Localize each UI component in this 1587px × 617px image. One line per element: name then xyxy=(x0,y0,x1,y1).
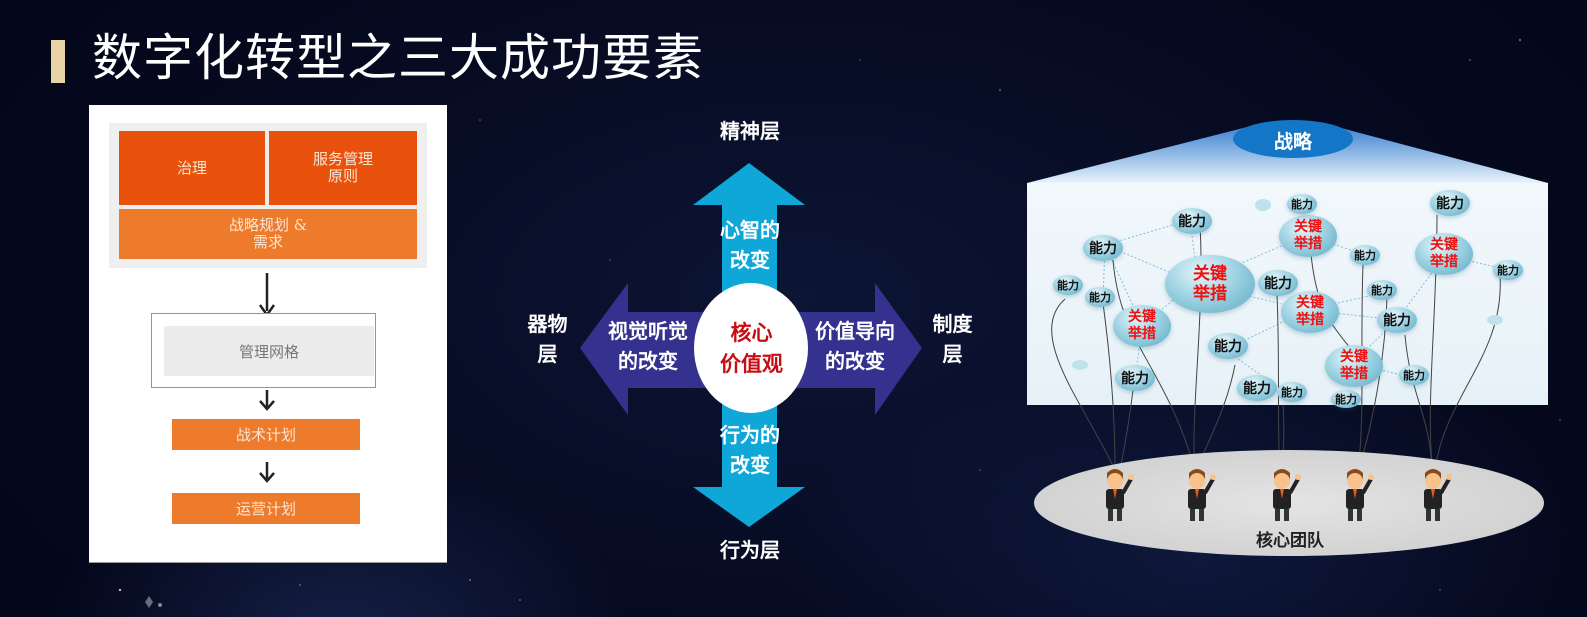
key-measure-node: 关键举措 xyxy=(1415,233,1473,275)
strategic-planning-box: 战略规划 & 需求 xyxy=(119,209,417,259)
strategic-planning-line-1: 战略规划 & xyxy=(228,216,308,234)
key-measure-line-2: 举措 xyxy=(1128,326,1156,342)
material-layer-label: 器物 层 xyxy=(520,309,575,369)
arrow-down-icon xyxy=(258,273,276,318)
value-orientation-change-text: 价值导向 的改变 xyxy=(805,316,905,376)
core-values-line-2: 价值观 xyxy=(720,351,783,376)
key-measure-line-1: 关键 xyxy=(1430,237,1458,253)
team-member-icon xyxy=(1273,469,1301,521)
core-values-diagram: 精神层 行为层 器物 层 制度 层 心智的 改变 行为的 改变 视觉听觉 的改变… xyxy=(520,110,990,570)
key-measure-line-1: 关键 xyxy=(1193,264,1227,284)
material-layer-line-1: 器物 xyxy=(527,312,568,336)
capability-node: 能力 xyxy=(1053,275,1083,295)
capability-node: 能力 xyxy=(1083,235,1123,261)
key-measure-line-2: 举措 xyxy=(1430,254,1458,270)
mind-change-line-1: 心智的 xyxy=(720,218,780,242)
down-arrow-shape xyxy=(693,390,805,527)
capability-node: 能力 xyxy=(1493,260,1523,280)
key-measure-node: 关键举措 xyxy=(1113,305,1171,347)
team-member-icon xyxy=(1188,469,1216,521)
service-principles-box: 服务管理 原则 xyxy=(269,131,417,205)
key-measure-line-2: 举措 xyxy=(1296,312,1324,328)
operational-plan-label: 运营计划 xyxy=(235,500,296,518)
key-measure-line-1: 关键 xyxy=(1296,295,1324,311)
key-measure-node: 关键举措 xyxy=(1325,345,1383,387)
right-arrow-shape xyxy=(782,283,922,415)
four-way-arrows xyxy=(580,163,922,527)
strategic-planning-line-2: 需求 xyxy=(252,233,283,251)
team-member-icon xyxy=(1346,469,1374,521)
capability-node: 能力 xyxy=(1085,287,1115,307)
capability-node: 能力 xyxy=(1367,280,1397,300)
mind-change-text: 心智的 改变 xyxy=(710,215,790,275)
key-measure-line-2: 举措 xyxy=(1340,366,1368,382)
strategy-capability-diagram: 战略 关键举措 关键举措 关键举措 关键举措 关键举措 关键举措 能力 能力 能… xyxy=(1025,115,1550,560)
capability-node: 能力 xyxy=(1377,307,1417,333)
key-measure-node: 关键举措 xyxy=(1165,255,1255,313)
title-accent-bar xyxy=(51,40,65,83)
key-measure-node: 关键举措 xyxy=(1281,291,1339,333)
key-measure-line-1: 关键 xyxy=(1294,219,1322,235)
capability-node: 能力 xyxy=(1115,365,1155,391)
institution-layer-line-1: 制度 xyxy=(932,312,973,336)
page-title: 数字化转型之三大成功要素 xyxy=(92,29,704,87)
capability-node: 能力 xyxy=(1350,245,1380,265)
core-values-line-1: 核心 xyxy=(730,320,773,345)
key-measure-line-2: 举措 xyxy=(1294,236,1322,252)
strategy-label: 战略 xyxy=(1273,130,1312,153)
behavior-change-line-1: 行为的 xyxy=(720,423,780,447)
behavior-change-line-2: 改变 xyxy=(730,453,770,477)
visual-audio-change-line-1: 视觉听觉 xyxy=(608,319,688,343)
strategy-ellipse xyxy=(1233,120,1353,158)
behavior-change-text: 行为的 改变 xyxy=(710,420,790,480)
operational-plan-box: 运营计划 xyxy=(172,493,360,524)
arrow-down-icon xyxy=(259,462,275,483)
management-grid-box: 管理网格 xyxy=(164,326,374,376)
visual-audio-change-text: 视觉听觉 的改变 xyxy=(598,316,698,376)
capability-node: 能力 xyxy=(1331,390,1361,408)
capability-node: 能力 xyxy=(1277,382,1307,402)
key-measure-line-1: 关键 xyxy=(1340,349,1368,365)
management-grid-frame: 管理网格 xyxy=(151,313,376,388)
spiritual-layer-label: 精神层 xyxy=(720,119,780,143)
core-circle xyxy=(694,283,808,413)
tactical-plan-label: 战术计划 xyxy=(235,426,296,444)
core-team-label: 核心团队 xyxy=(1256,531,1324,551)
service-principles-line-2: 原则 xyxy=(327,167,358,185)
capability-node: 能力 xyxy=(1172,208,1212,234)
capability-node: 能力 xyxy=(1430,190,1470,216)
key-measure-line-2: 举措 xyxy=(1193,284,1227,304)
key-measure-node: 关键举措 xyxy=(1279,215,1337,257)
capability-node: 能力 xyxy=(1258,270,1298,296)
capability-node: 能力 xyxy=(1287,194,1317,214)
team-member-icon xyxy=(1106,469,1134,521)
strategic-planning-label: 战略规划 & 需求 xyxy=(229,217,307,251)
governance-block: 治理 服务管理 原则 战略规划 & 需求 xyxy=(109,123,427,268)
capability-node: 能力 xyxy=(1208,333,1248,359)
arrow-down-icon xyxy=(259,390,275,411)
tactical-plan-box: 战术计划 xyxy=(172,419,360,450)
governance-box: 治理 xyxy=(119,131,265,205)
service-principles-line-1: 服务管理 xyxy=(312,150,373,168)
visual-audio-change-line-2: 的改变 xyxy=(618,349,678,373)
institution-layer-label: 制度 层 xyxy=(925,309,980,369)
institution-layer-line-2: 层 xyxy=(942,342,963,366)
governance-label: 治理 xyxy=(176,158,207,177)
capability-node: 能力 xyxy=(1399,365,1429,385)
value-orientation-change-line-2: 的改变 xyxy=(825,349,885,373)
governance-flow-panel: 治理 服务管理 原则 战略规划 & 需求 管理网格 战术计划 xyxy=(89,105,447,563)
service-principles-label: 服务管理 原则 xyxy=(313,151,373,185)
value-orientation-change-line-1: 价值导向 xyxy=(815,319,895,343)
up-arrow-shape xyxy=(693,163,805,300)
left-arrow-shape xyxy=(580,283,720,415)
capability-node: 能力 xyxy=(1237,375,1277,401)
team-member-icon xyxy=(1424,469,1452,521)
management-grid-label: 管理网格 xyxy=(238,342,299,361)
behavior-layer-label: 行为层 xyxy=(720,538,780,562)
core-values-label: 核心 价值观 xyxy=(695,283,808,414)
mind-change-line-2: 改变 xyxy=(730,248,770,272)
material-layer-line-2: 层 xyxy=(537,342,558,366)
key-measure-line-1: 关键 xyxy=(1128,309,1156,325)
